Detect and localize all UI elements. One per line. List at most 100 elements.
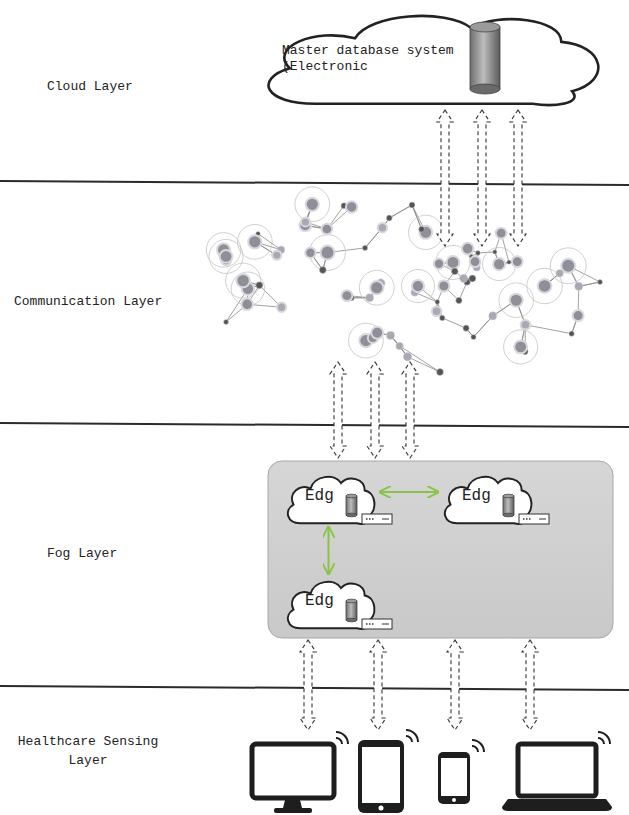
network-link [389,205,412,218]
network-node [437,369,444,376]
node-label: Edg [305,591,345,611]
network-node [469,275,476,282]
network-link [412,205,422,229]
network-node [462,243,474,255]
node-label: Edg [462,486,502,506]
layer-name: Cloud Layer [47,78,187,97]
network-node [224,320,229,325]
network-halo [295,187,330,222]
database-cylinder [470,22,500,94]
network-halo [409,215,443,249]
dashed-double-arrow [367,362,383,458]
dashed-double-arrow [437,110,453,246]
network-node [463,325,469,331]
network-node [569,331,574,336]
dashed-double-arrow [474,110,490,246]
network-node [470,256,481,267]
network-node [241,299,253,311]
network-node [434,259,444,269]
network-node [342,290,353,301]
cloud-shape [445,477,532,524]
network-node [459,274,467,282]
bidirectional-link [380,491,438,493]
server-icon [362,619,392,629]
network-node [396,342,404,350]
network-node [378,223,387,232]
laptop-icon [502,732,612,811]
network-node [322,224,333,235]
network-node [438,280,449,291]
network-link [442,318,466,328]
network-node [371,327,383,339]
network-node [598,280,603,285]
network-halo [550,248,586,284]
network-link [412,205,426,232]
network-node [305,247,315,257]
network-graph [206,187,602,376]
network-link [412,205,422,229]
edge-cloud-node: Edg [283,470,378,526]
network-node [366,294,374,302]
network-node [220,250,233,263]
network-node [493,258,505,270]
network-node [432,306,442,316]
network-node [476,251,481,256]
tablet-icon [358,730,418,813]
edge-cloud-node: Edg [283,575,378,631]
network-link [474,316,493,337]
network-halo [206,233,241,268]
layer-name: Communication Layer [14,293,194,312]
cloud-shape [288,477,375,524]
fog-panel [268,461,613,638]
network-node [412,280,424,292]
network-node [277,303,286,312]
network-node [419,226,432,239]
cloud-shape [269,16,599,105]
database-cylinder [503,494,514,517]
network-node [435,300,440,305]
network-node [512,256,523,267]
network-link [389,205,412,218]
network-node [386,215,392,221]
network-node [575,282,583,290]
server-icon [362,514,392,524]
layer-divider [0,686,629,690]
network-halo [349,323,384,358]
network-node [471,334,476,339]
network-node [272,251,281,260]
layer-name: Healthcare Sensing Layer [8,733,168,771]
devices [252,730,612,813]
network-node [510,294,523,307]
dashed-arrows [300,110,538,730]
network-node [451,268,458,275]
cloud-shape [288,582,375,629]
dashed-double-arrow [510,110,526,246]
network-node [489,312,497,320]
network-node [439,315,445,321]
network-node [370,281,383,294]
monitor-icon [252,732,348,813]
network-node [362,245,367,250]
edge-cloud-node: Edg [440,470,535,526]
network-node [301,217,310,226]
network-node [447,256,460,269]
cloud-database-node: Master database system (Electronic [250,3,612,109]
network-node [321,246,335,260]
network-node [346,201,358,213]
node-label: Edg [305,486,345,506]
network-halo [359,270,394,305]
network-node [456,297,462,303]
layer-divider [0,181,629,185]
network-node [419,226,425,232]
server-icon [519,514,549,524]
network-node [493,250,497,254]
network-node [496,228,507,239]
dashed-double-arrow [370,640,386,730]
network-node [306,198,319,211]
dashed-double-arrow [522,640,538,730]
bidirectional-link [328,527,330,574]
